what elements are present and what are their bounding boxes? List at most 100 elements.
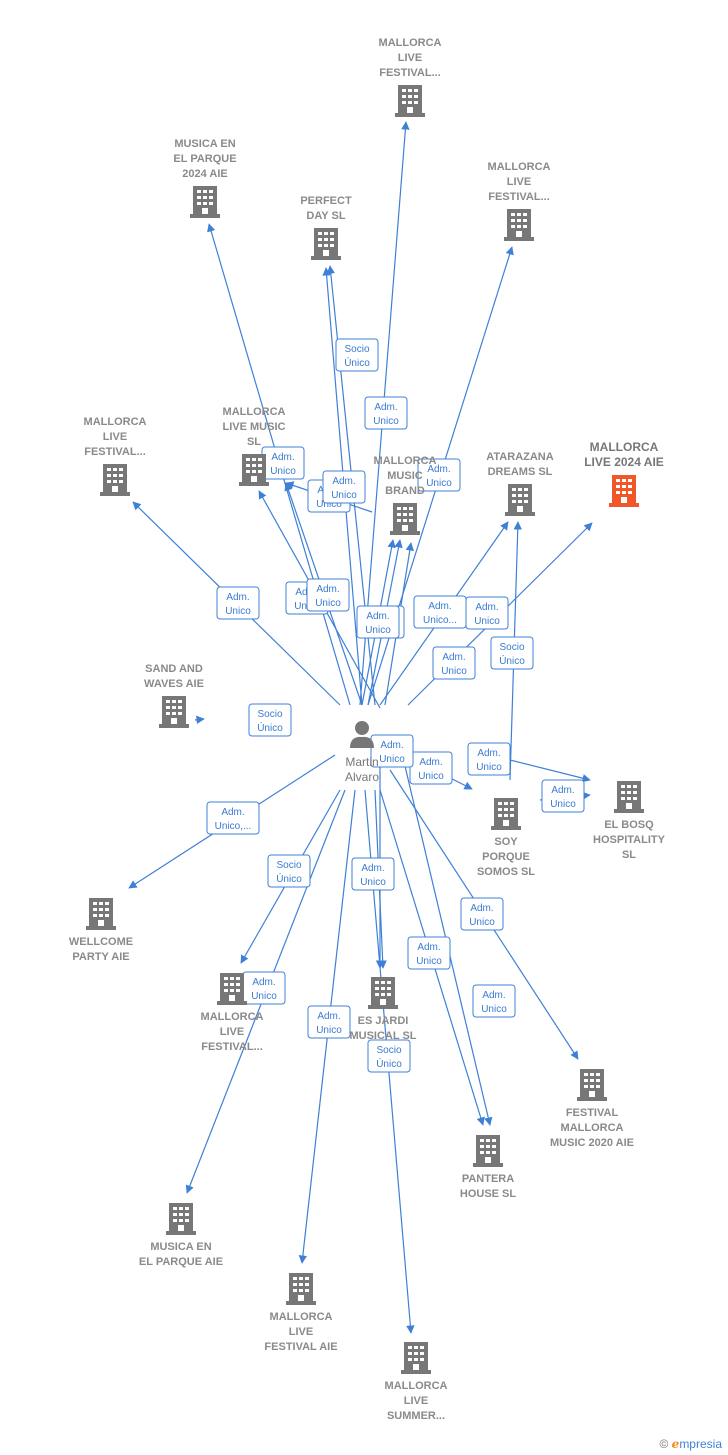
relation-badge[interactable]: Adm.Unico xyxy=(407,936,451,970)
badge-text: Adm. xyxy=(475,602,498,613)
company-name: MALLORCA xyxy=(488,161,551,173)
building-icon xyxy=(614,781,644,813)
badge-text: Socio xyxy=(276,860,301,871)
badge-box xyxy=(409,751,453,785)
badge-text: Unico xyxy=(469,917,495,928)
company-name: MUSICA EN xyxy=(174,138,235,150)
company-name: PORQUE xyxy=(482,851,530,863)
badge-box xyxy=(364,396,408,430)
company-name: LIVE xyxy=(404,1395,428,1407)
empresia-watermark: © empresia xyxy=(659,1437,722,1451)
badge-box xyxy=(307,1005,351,1039)
company-name: LIVE xyxy=(103,431,127,443)
relation-badge[interactable]: Adm.Unico xyxy=(307,1005,351,1039)
badge-box xyxy=(335,338,379,372)
relation-badge[interactable]: Adm. Unico xyxy=(460,897,504,931)
relation-badge[interactable]: Adm.Unico xyxy=(261,446,305,480)
badge-box xyxy=(490,636,534,670)
company-name: LIVE xyxy=(507,176,531,188)
company-node-n4[interactable]: MALLORCA LIVE FESTIVAL... xyxy=(488,161,551,241)
relation-badge[interactable]: Adm. Unico xyxy=(417,458,461,492)
company-name: SUMMER... xyxy=(387,1410,445,1422)
relation-badge[interactable]: Adm.Unico xyxy=(467,742,511,776)
relation-badge[interactable]: Adm.Unico xyxy=(322,470,366,504)
badge-box xyxy=(370,734,414,768)
company-name: LIVE xyxy=(289,1326,313,1338)
badge-text: Adm. xyxy=(332,476,355,487)
badge-text: Unico xyxy=(426,478,452,489)
badge-text: Socio xyxy=(257,709,282,720)
badge-box xyxy=(206,801,260,835)
relation-badge[interactable]: Adm.Unico xyxy=(541,779,585,813)
relation-badge[interactable]: Adm.Unico,... xyxy=(206,801,260,835)
company-name: DAY SL xyxy=(306,210,345,222)
badge-text: Adm. xyxy=(427,464,450,475)
badge-text: Unico xyxy=(270,466,296,477)
company-node-n1[interactable]: MALLORCALIVEFESTIVAL... xyxy=(379,37,442,117)
company-name: WAVES AIE xyxy=(144,678,204,690)
company-name: FESTIVAL... xyxy=(379,67,441,79)
badge-text: Adm. xyxy=(366,611,389,622)
relation-badge[interactable]: Adm.Unico xyxy=(306,578,350,612)
badges-layer: Adm.UnicoAdm.UnicoSocioÚnicoAdm.UnicoAdm… xyxy=(206,338,585,1073)
company-name: MALLORCA xyxy=(590,440,659,454)
badge-text: Adm. xyxy=(419,757,442,768)
badge-box xyxy=(472,984,516,1018)
badge-text: Único xyxy=(499,654,525,667)
relation-badge[interactable]: Adm.Unico xyxy=(242,971,286,1005)
company-name: MUSIC 2020 AIE xyxy=(550,1137,634,1149)
badge-box xyxy=(216,586,260,620)
company-name: MUSICAL SL xyxy=(349,1030,416,1042)
badge-box xyxy=(267,854,311,888)
badge-text: Adm. xyxy=(417,942,440,953)
badge-text: Adm. xyxy=(317,1011,340,1022)
badge-text: Adm. xyxy=(470,903,493,914)
company-name: FESTIVAL... xyxy=(488,191,550,203)
company-node-n20[interactable]: MALLORCALIVESUMMER... xyxy=(385,1342,448,1422)
copyright-symbol: © xyxy=(659,1437,669,1451)
badge-text: Unico xyxy=(550,799,576,810)
company-node-n5[interactable]: MALLORCA LIVE FESTIVAL... xyxy=(84,416,147,496)
badge-box xyxy=(407,936,451,970)
relation-badge[interactable]: Adm.Unico... xyxy=(413,595,467,629)
relation-badge[interactable]: Adm.Unico xyxy=(364,396,408,430)
relation-badge[interactable]: Adm.Unico xyxy=(370,734,414,768)
badge-text: Unico,... xyxy=(215,821,252,832)
company-node-n14[interactable]: MALLORCALIVEFESTIVAL... xyxy=(201,973,264,1053)
relation-badge[interactable]: Adm.Unico xyxy=(351,857,395,891)
company-name: MALLORCA xyxy=(84,416,147,428)
relation-badge[interactable]: Adm.Unico xyxy=(472,984,516,1018)
relation-badge[interactable]: Adm.Unico xyxy=(465,596,509,630)
company-name: FESTIVAL AIE xyxy=(264,1341,337,1353)
building-icon xyxy=(609,475,639,507)
relation-badge[interactable]: Adm.Unico xyxy=(216,586,260,620)
building-icon xyxy=(286,1273,316,1305)
person-icon-head xyxy=(355,721,369,735)
badge-box xyxy=(306,578,350,612)
relation-badge[interactable]: Adm.Unico xyxy=(409,751,453,785)
relation-badge[interactable]: Adm.Unico xyxy=(356,605,400,639)
relation-badge[interactable]: Adm.Unico xyxy=(432,646,476,680)
company-name: FESTIVAL... xyxy=(84,446,146,458)
